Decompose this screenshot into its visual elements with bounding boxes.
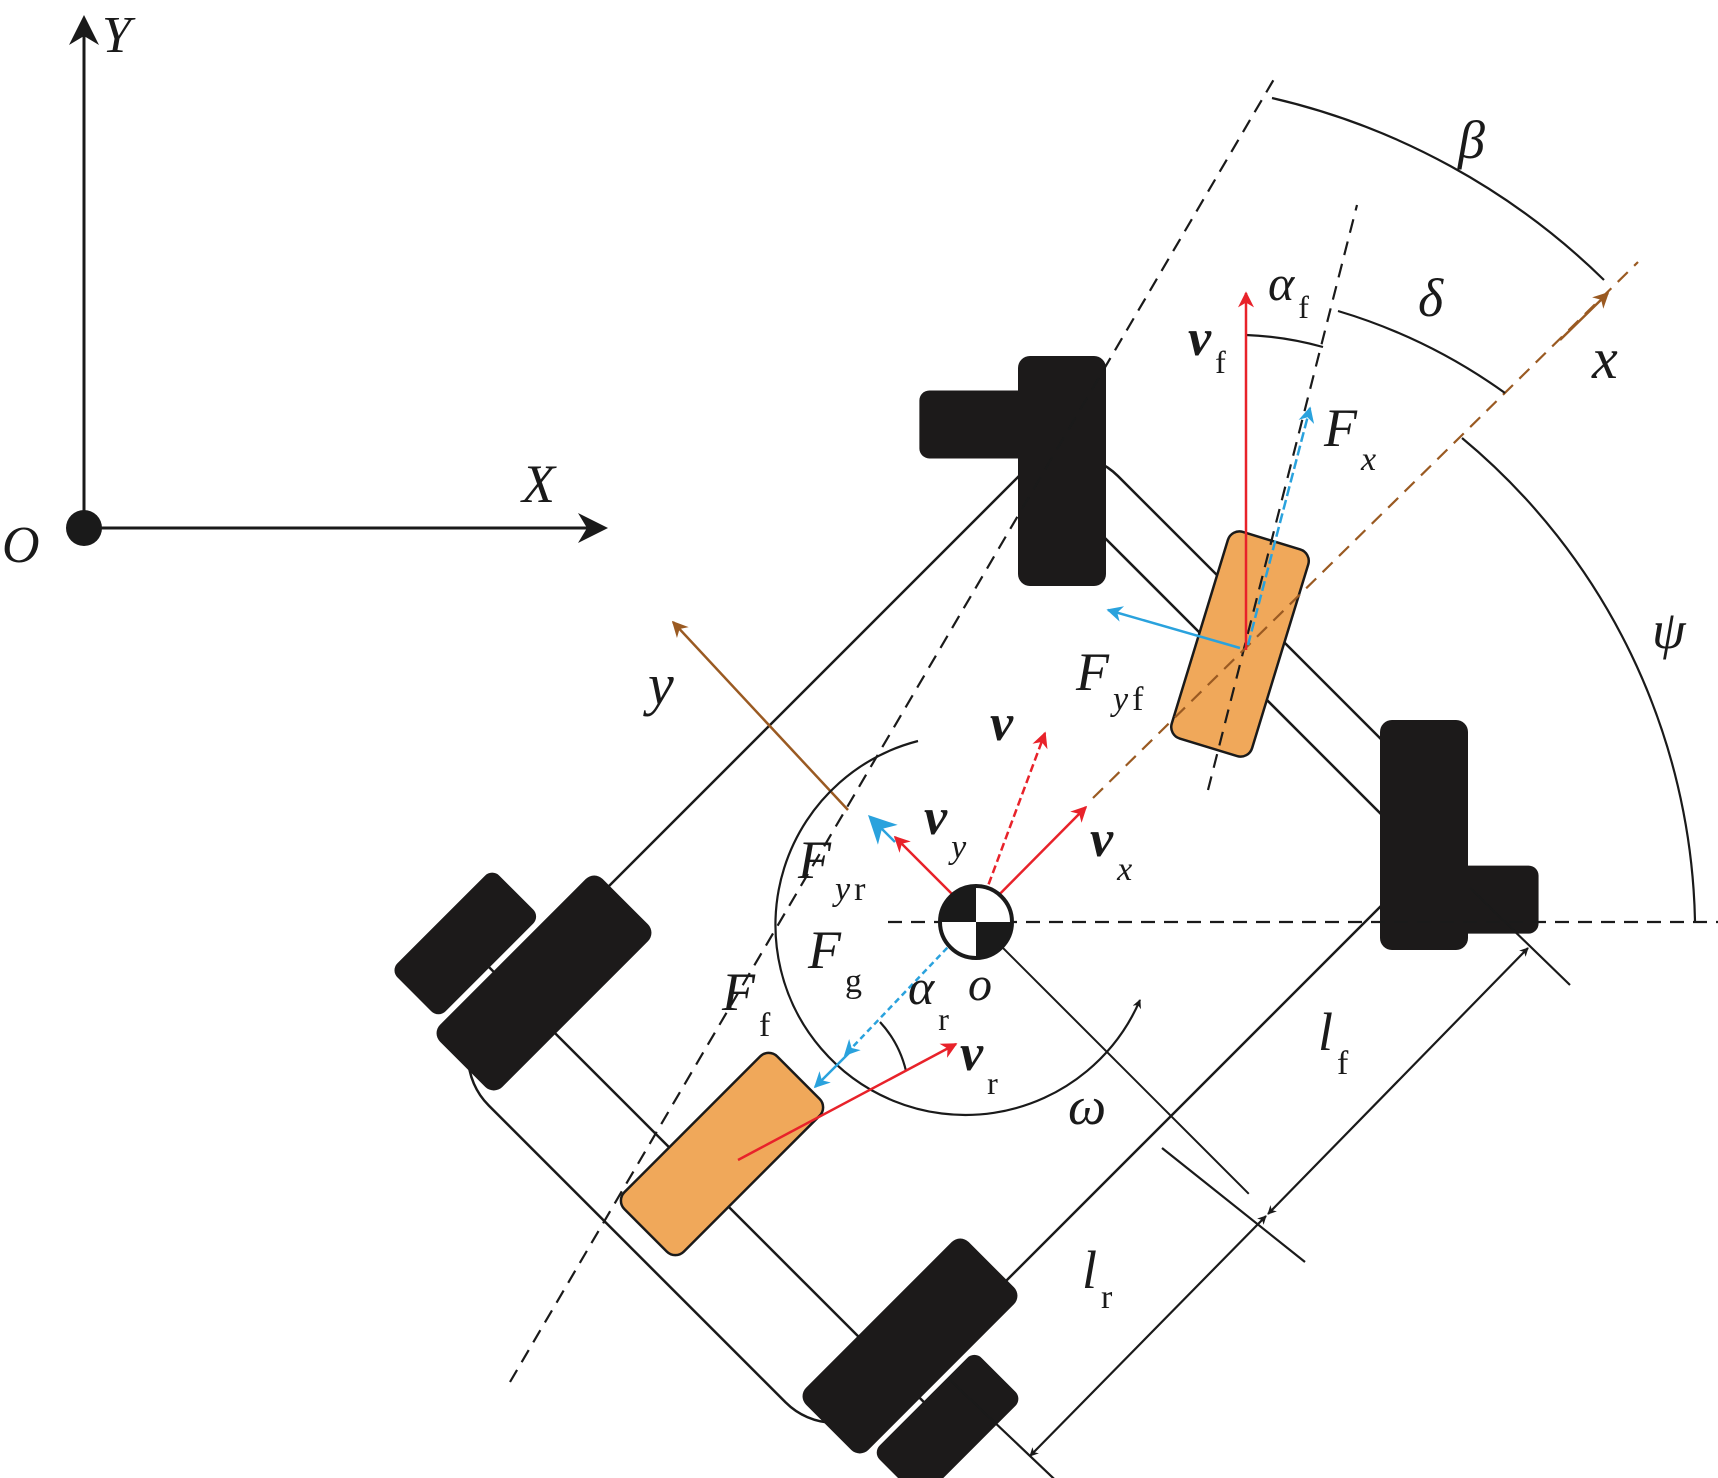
global-origin-label: O [2, 517, 40, 574]
fyf-sub-y: y [1110, 681, 1129, 718]
alpha-f-sub: f [1298, 289, 1309, 325]
fx-vector [1246, 406, 1315, 646]
lr-main: l [1082, 1240, 1097, 1300]
labels: β δ ψ ω x y o α f α r v v f v r v [643, 110, 1687, 1316]
global-x-label: X [520, 454, 557, 514]
rear-virtual-wheel [619, 1051, 825, 1257]
alpha-f-arc [1245, 333, 1324, 349]
body-center-label: o [968, 958, 992, 1011]
fyr-label: F y r [797, 830, 866, 908]
velocity-direction-line [509, 73, 1278, 1383]
rear-right-tire [876, 1354, 1019, 1478]
rear-left-tire [394, 872, 537, 1015]
body-y-axis [671, 620, 849, 811]
fyf-sub-f: f [1132, 681, 1144, 718]
vy-label: v y [924, 789, 967, 866]
psi-arc [1461, 437, 1697, 922]
fyf-main: F [1075, 642, 1110, 702]
vx-sub: x [1116, 851, 1132, 888]
body-y-label: y [643, 652, 674, 717]
dimension-lines [949, 887, 1571, 1478]
lf-dimension [1267, 947, 1529, 1215]
delta-label: δ [1418, 268, 1444, 328]
alpha-r-arc [879, 1021, 908, 1072]
global-origin-dot [66, 510, 102, 546]
body-x-label: x [1591, 326, 1618, 391]
global-y-label: Y [102, 7, 136, 64]
lf-ext-front [1469, 887, 1571, 986]
lf-label: l f [1318, 1002, 1349, 1082]
fg-main: F [807, 920, 842, 980]
fyr-sub-r: r [854, 871, 866, 908]
lr-label: l r [1082, 1240, 1113, 1316]
com-quadrant-br [976, 922, 1012, 958]
angle-arcs [774, 96, 1697, 1117]
com-quadrant-tl [940, 886, 976, 922]
lf-main: l [1318, 1002, 1333, 1062]
center-of-mass [938, 884, 1014, 960]
lr-dimension [1029, 1215, 1267, 1457]
v-vector [974, 731, 1048, 919]
vf-label: v f [1188, 310, 1226, 380]
alpha-r-sub: r [938, 1001, 949, 1037]
ff-label: F f [721, 962, 771, 1044]
fg-label: F g [807, 920, 862, 1000]
v-label: v [990, 695, 1014, 752]
ff-vector [813, 1051, 851, 1089]
alpha-f-main: α [1268, 255, 1296, 311]
beta-arc [1271, 96, 1605, 281]
tire-top-center [1018, 356, 1106, 586]
lf-extension [972, 917, 1250, 1195]
lr-ext-rear [949, 1379, 1055, 1478]
omega-label: ω [1068, 1076, 1106, 1136]
vr-vector [737, 1042, 958, 1162]
ff-sub: f [759, 1007, 771, 1044]
ff-main: F [721, 962, 756, 1022]
vf-main: v [1188, 310, 1212, 367]
lr-sub: r [1101, 1279, 1113, 1316]
omega-arc [774, 739, 1142, 1117]
tire-bottom [802, 1238, 1018, 1454]
body-x-axis-arrow [1559, 291, 1610, 341]
vy-main: v [924, 789, 948, 846]
vy-sub: y [948, 829, 967, 866]
psi-label: ψ [1652, 600, 1687, 660]
delta-arc [1337, 309, 1506, 394]
fg-sub: g [845, 963, 862, 1000]
lf-ext-mid [1161, 1147, 1306, 1263]
alpha-r-main: α [908, 959, 936, 1015]
fyf-label: F y f [1075, 642, 1144, 718]
reference-lines [509, 73, 1718, 1383]
front-wheel-heading-line [1206, 204, 1359, 791]
tire-left [436, 875, 652, 1091]
fyr-main: F [797, 830, 832, 890]
global-frame: Y X O [2, 7, 608, 574]
tire-right [1380, 720, 1468, 950]
fx-main: F [1323, 398, 1358, 458]
fx-label: F x [1323, 398, 1376, 478]
force-vectors [813, 406, 1315, 1089]
alpha-f-label: α f [1268, 255, 1309, 325]
fyr-vector [868, 815, 898, 845]
vr-sub: r [987, 1065, 998, 1101]
vr-label: v r [960, 1025, 998, 1101]
alpha-r-label: α r [908, 959, 949, 1037]
fx-sub: x [1360, 441, 1376, 478]
lf-sub: f [1337, 1045, 1349, 1082]
vr-main: v [960, 1025, 984, 1082]
vx-label: v x [1090, 811, 1132, 888]
vx-main: v [1090, 811, 1114, 868]
body-x-axis-dashed [1092, 261, 1639, 799]
beta-label: β [1457, 110, 1485, 170]
vf-sub: f [1215, 344, 1226, 380]
fyr-sub-y: y [832, 871, 851, 908]
fyf-vector [1106, 606, 1241, 650]
